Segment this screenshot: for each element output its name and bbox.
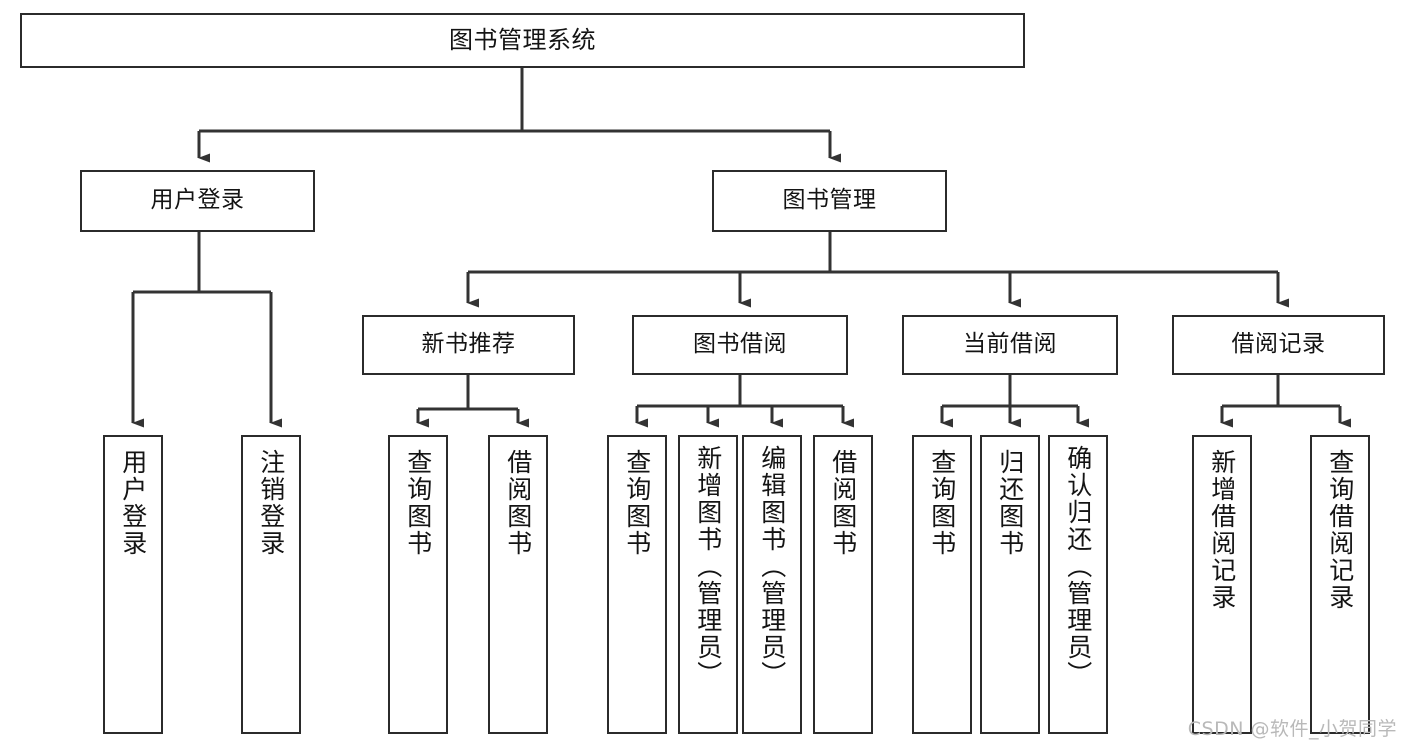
leaf-user-login-login[interactable]: 用户登录 (103, 435, 163, 734)
node-label: 注销登录 (256, 449, 286, 557)
node-label: 归还图书 (995, 449, 1025, 557)
node-label: 图书管理系统 (449, 26, 596, 55)
node-user-login[interactable]: 用户登录 (80, 170, 315, 232)
node-label: 查询借阅记录 (1325, 449, 1355, 611)
leaf-book-borrow-edit-book-admin[interactable]: 编辑图书（管理员） (742, 435, 802, 734)
leaf-new-book-borrow-book[interactable]: 借阅图书 (488, 435, 548, 734)
node-label: 借阅记录 (1231, 331, 1326, 358)
watermark-text: CSDN @软件_小贺同学 (1187, 718, 1397, 740)
node-label: 用户登录 (118, 449, 148, 557)
node-label: 查询图书 (927, 449, 957, 557)
node-label: 查询图书 (403, 449, 433, 557)
leaf-new-book-query-book[interactable]: 查询图书 (388, 435, 448, 734)
node-label: 查询图书 (622, 449, 652, 557)
leaf-current-borrow-return-book[interactable]: 归还图书 (980, 435, 1040, 734)
node-label: 当前借阅 (963, 331, 1057, 358)
leaf-borrow-record-query-record[interactable]: 查询借阅记录 (1310, 435, 1370, 734)
node-root-book-management-system[interactable]: 图书管理系统 (20, 13, 1025, 68)
node-label: 编辑图书（管理员） (757, 445, 787, 688)
leaf-current-borrow-confirm-return-admin[interactable]: 确认归还（管理员） (1048, 435, 1108, 734)
node-label: 借阅图书 (828, 449, 858, 557)
node-current-borrow[interactable]: 当前借阅 (902, 315, 1118, 375)
node-book-borrow[interactable]: 图书借阅 (632, 315, 848, 375)
leaf-current-borrow-query-book[interactable]: 查询图书 (912, 435, 972, 734)
leaf-book-borrow-add-book-admin[interactable]: 新增图书（管理员） (678, 435, 738, 734)
node-label: 用户登录 (150, 187, 245, 214)
leaf-user-login-logout[interactable]: 注销登录 (241, 435, 301, 734)
node-label: 借阅图书 (503, 449, 533, 557)
node-label: 图书借阅 (693, 331, 787, 358)
node-label: 新增图书（管理员） (693, 445, 723, 688)
node-borrow-record[interactable]: 借阅记录 (1172, 315, 1385, 375)
node-label: 确认归还（管理员） (1063, 445, 1093, 688)
leaf-borrow-record-add-record[interactable]: 新增借阅记录 (1192, 435, 1252, 734)
leaf-book-borrow-borrow-book[interactable]: 借阅图书 (813, 435, 873, 734)
node-label: 图书管理 (782, 187, 877, 214)
node-label: 新增借阅记录 (1207, 449, 1237, 611)
node-label: 新书推荐 (421, 331, 516, 358)
leaf-book-borrow-query-book[interactable]: 查询图书 (607, 435, 667, 734)
node-book-management[interactable]: 图书管理 (712, 170, 947, 232)
node-new-book-recommend[interactable]: 新书推荐 (362, 315, 575, 375)
